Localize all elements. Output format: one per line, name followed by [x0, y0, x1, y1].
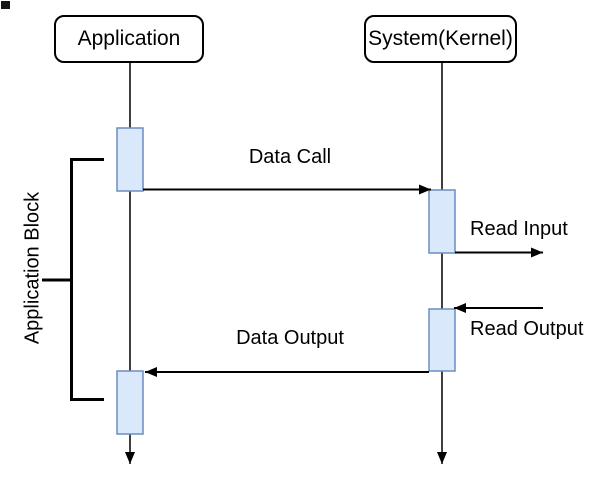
corner-artifact-mark — [1, 1, 10, 9]
application-block-bracket — [42, 158, 104, 401]
participant-application-label: Application — [77, 27, 181, 50]
message-read-output-label: Read Output — [470, 318, 584, 340]
activation-bar-application-2 — [116, 370, 144, 435]
participant-application-box: Application — [54, 15, 204, 63]
message-data-output-label: Data Output — [236, 327, 344, 349]
activation-bar-system-1 — [428, 189, 456, 254]
activation-bar-application-1 — [116, 127, 144, 192]
message-data-call-label: Data Call — [248, 146, 332, 168]
message-read-input-label: Read Input — [470, 218, 568, 240]
activation-bar-system-2 — [428, 308, 456, 372]
participant-system-label: System(Kernel) — [368, 27, 513, 50]
participant-system-box: System(Kernel) — [364, 15, 517, 63]
application-block-label: Application Block — [21, 191, 44, 345]
